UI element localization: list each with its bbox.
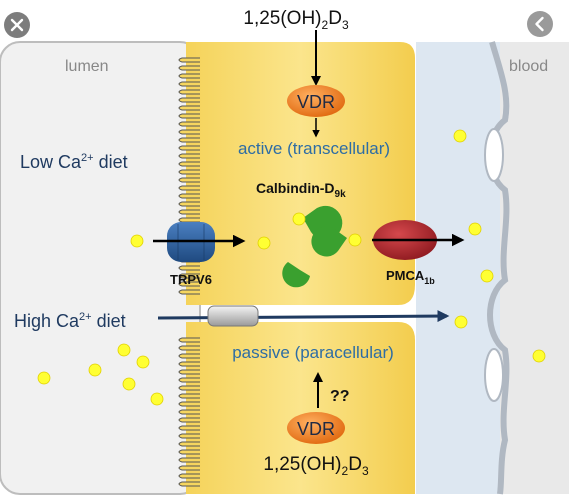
calcium-ion — [292, 212, 306, 226]
microvillus — [178, 161, 200, 167]
low-calcium-diet-label: Low Ca2+ diet — [20, 152, 128, 172]
microvillus — [178, 129, 200, 135]
microvillus — [178, 393, 200, 399]
microvillus — [178, 409, 200, 415]
paracellular-arrow — [157, 310, 450, 323]
microvillus — [178, 169, 200, 175]
microvillus — [178, 281, 200, 287]
endothelium-wall — [487, 41, 510, 495]
microvillus — [178, 457, 200, 463]
microvillus — [178, 217, 200, 223]
microvillus — [178, 81, 200, 87]
microvillus — [178, 121, 200, 127]
unknown-mechanism-label: ?? — [330, 388, 350, 405]
microvillus — [178, 153, 200, 159]
microvillus — [178, 425, 200, 431]
calcium-ion — [348, 233, 362, 247]
microvillus — [178, 337, 200, 343]
microvillus — [178, 401, 200, 407]
calcium-ion — [136, 355, 150, 369]
microvillus — [178, 185, 200, 191]
calcium-ion — [37, 371, 51, 385]
microvillus — [178, 265, 200, 271]
lower-enterocyte — [186, 322, 415, 494]
microvillus — [178, 465, 200, 471]
calcium-ion — [468, 222, 482, 236]
lumen-label: lumen — [65, 58, 109, 75]
microvillus — [178, 177, 200, 183]
lumen-compartment — [0, 41, 201, 495]
microvillus — [178, 353, 200, 359]
upper-enterocyte — [186, 42, 415, 305]
calcium-ion — [453, 129, 467, 143]
microvillus — [178, 289, 200, 295]
back-button[interactable] — [525, 9, 555, 39]
microvillus — [178, 273, 200, 279]
microvillus — [178, 473, 200, 479]
hormone-top-label: 1,25(OH)2D3 — [243, 8, 349, 32]
chevron-left-icon — [527, 11, 553, 37]
microvillus — [178, 113, 200, 119]
calcium-ion — [480, 269, 494, 283]
microvillus — [178, 433, 200, 439]
active-transport-label: active (transcellular) — [238, 139, 390, 158]
microvillus — [178, 441, 200, 447]
microvillus — [178, 73, 200, 79]
calcium-ion — [117, 343, 131, 357]
microvillus — [178, 345, 200, 351]
passive-transport-label: passive (paracellular) — [232, 343, 394, 362]
vdr-bottom-label: VDR — [297, 419, 335, 439]
microvillus — [178, 145, 200, 151]
microvillus — [178, 481, 200, 487]
microvillus — [178, 385, 200, 391]
tight-junction — [207, 305, 259, 327]
microvillus — [178, 97, 200, 103]
hormone-bottom-label: 1,25(OH)2D3 — [263, 454, 369, 478]
microvillus — [178, 369, 200, 375]
microvillus — [178, 377, 200, 383]
microvillus — [178, 137, 200, 143]
trpv6-label: TRPV6 — [170, 272, 212, 287]
pmca-label: PMCA1b — [386, 268, 435, 286]
microvillus — [178, 449, 200, 455]
calcium-ions — [37, 129, 546, 406]
close-icon — [4, 12, 30, 38]
microvillus — [178, 105, 200, 111]
blood-label: blood — [509, 58, 548, 75]
calcium-ion — [150, 392, 164, 406]
calcium-ion — [88, 363, 102, 377]
microvillus — [178, 65, 200, 71]
microvillus — [178, 57, 200, 63]
close-button[interactable] — [2, 10, 32, 40]
calcium-ion — [122, 377, 136, 391]
microvillus — [178, 209, 200, 215]
calbindin-protein — [282, 262, 310, 288]
microvillus — [178, 201, 200, 207]
microvillus — [178, 417, 200, 423]
calbindin-label: Calbindin-D9k — [256, 180, 346, 200]
endothelial-nucleus — [484, 128, 504, 182]
vdr-bottom — [287, 412, 345, 444]
calcium-ion — [130, 234, 144, 248]
calbindin-protein — [311, 226, 347, 257]
microvillus — [178, 89, 200, 95]
high-calcium-diet-label: High Ca2+ diet — [14, 311, 126, 331]
calcium-ion — [532, 349, 546, 363]
vdr-top — [287, 85, 345, 117]
blood-outer — [500, 42, 569, 494]
microvillus — [178, 361, 200, 367]
endothelial-nucleus — [484, 348, 504, 402]
microvillus — [178, 193, 200, 199]
calcium-ion — [454, 315, 468, 329]
calcium-ion — [257, 236, 271, 250]
vdr-top-label: VDR — [297, 92, 335, 112]
